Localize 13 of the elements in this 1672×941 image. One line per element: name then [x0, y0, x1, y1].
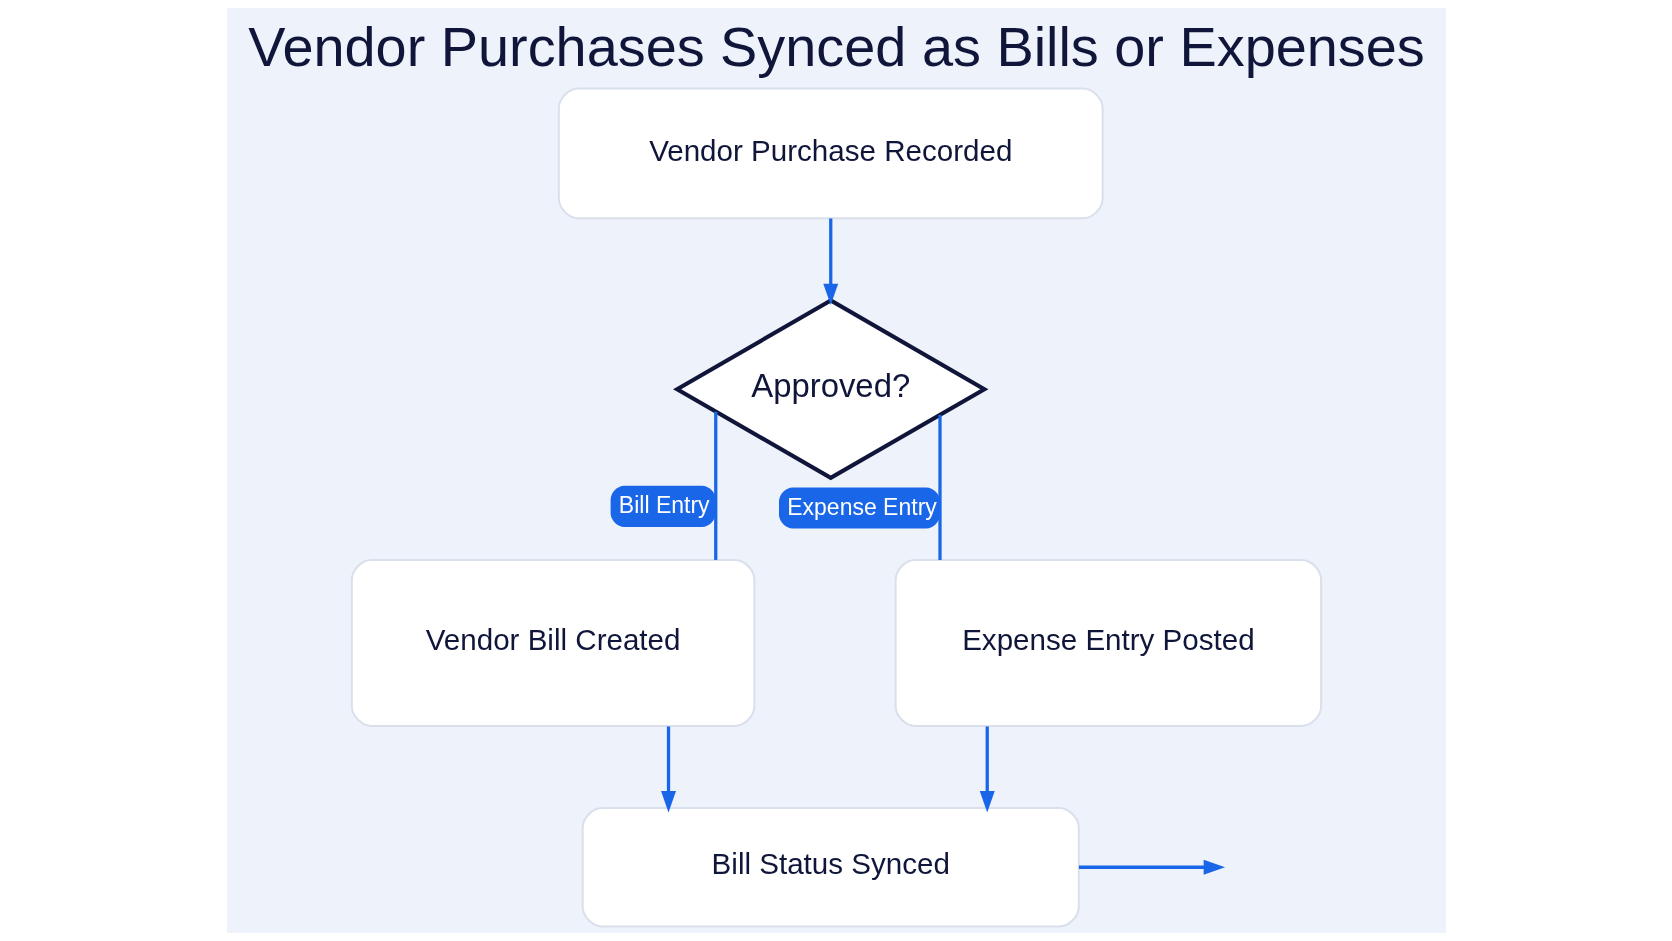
node-diamond: Approved? — [672, 298, 988, 481]
node-box: Vendor Bill Created — [350, 559, 755, 727]
node-box: Expense Entry Posted — [894, 559, 1322, 727]
connector — [713, 411, 717, 560]
arrow — [822, 218, 838, 306]
connector — [937, 414, 942, 560]
diagram-title: Vendor Purchases Synced as Bills or Expenses — [247, 14, 1425, 78]
arrow — [979, 726, 995, 813]
node-box: Bill Status Synced — [581, 807, 1080, 928]
arrow — [660, 726, 676, 813]
edge-label: Bill Entry — [618, 492, 710, 519]
node-box: Vendor Purchase Recorded — [557, 87, 1104, 220]
edge-label: Expense Entry — [786, 493, 937, 520]
